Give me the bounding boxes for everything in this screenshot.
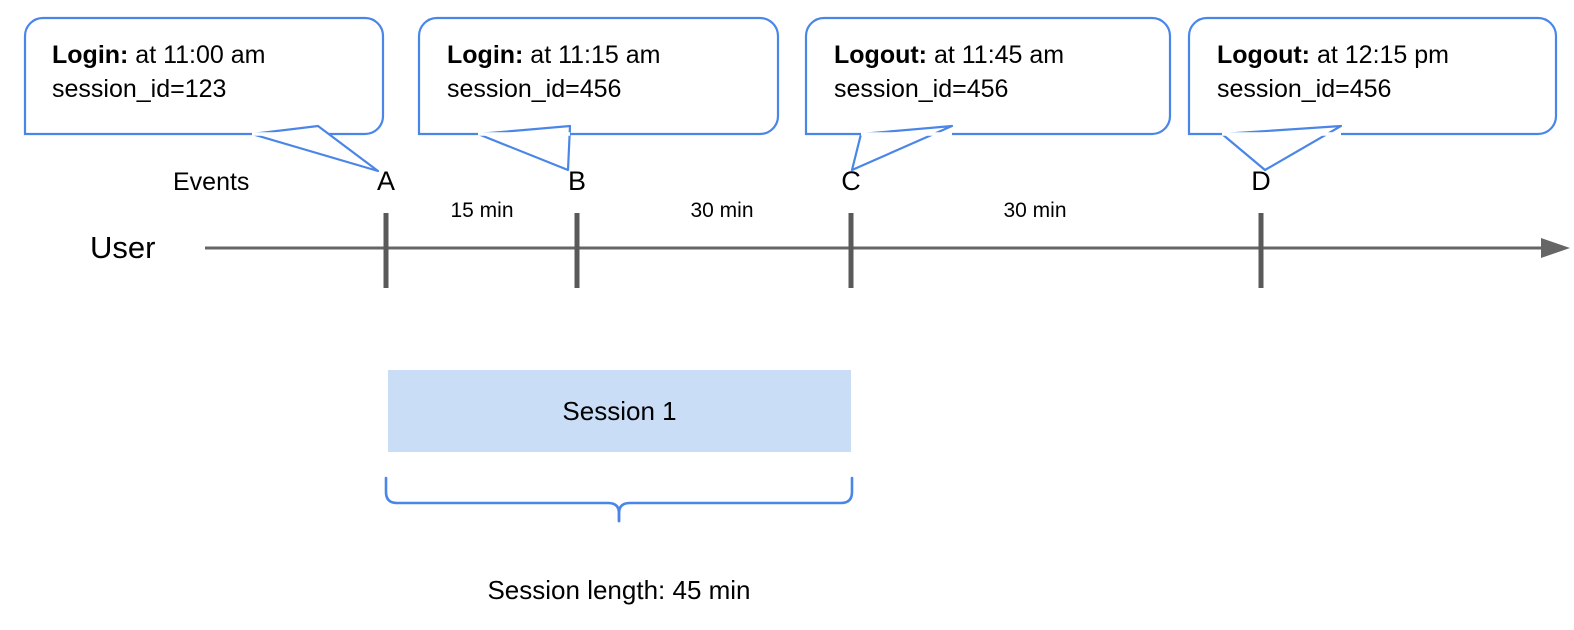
callout-3-event: Logout: [834,41,928,69]
callout-3-line-1: Logout: at 11:45 am [834,38,1064,72]
callout-4-line-1: Logout: at 12:15 pm [1217,38,1449,72]
axis-arrowhead [1541,238,1570,258]
callout-tail-4 [1220,124,1343,172]
timeline-ticks [383,213,1264,288]
session-length-caption: Session length: 45 min [487,575,751,605]
marker-label-d: D [1251,166,1271,196]
callout-text-1: Login: at 11:00 am session_id=123 [52,38,265,106]
callout-2-event: Login: [447,41,524,69]
events-row-label: Events [173,168,250,196]
marker-label-b: B [567,166,586,196]
callout-tail-3 [850,124,954,172]
marker-label-c: C [841,166,861,196]
callout-2-line-1: Login: at 11:15 am [447,38,660,72]
callout-text-2: Login: at 11:15 am session_id=456 [447,38,660,106]
callout-2-time: at 11:15 am [523,41,661,69]
interval-label-a-b: 15 min [450,199,514,222]
session-bar: Session 1 [388,370,851,452]
callout-1-line-1: Login: at 11:00 am [52,38,265,72]
callout-2-session: session_id=456 [447,75,622,103]
callout-4-session: session_id=456 [1217,75,1392,103]
callout-tail-2 [476,124,572,172]
callout-3-time: at 11:45 am [927,41,1065,69]
user-row-label: User [90,230,156,265]
callout-4-event: Logout: [1217,41,1311,69]
interval-label-b-c: 30 min [690,199,754,222]
callout-text-3: Logout: at 11:45 am session_id=456 [834,38,1064,106]
callout-1-session: session_id=123 [52,75,227,103]
timeline-axis [205,238,1570,258]
session-length-brace [384,476,854,523]
callout-3-session: session_id=456 [834,75,1009,103]
callout-text-4: Logout: at 12:15 pm session_id=456 [1217,38,1449,106]
session-bar-label: Session 1 [562,395,677,426]
marker-label-a: A [376,166,395,196]
callout-1-time: at 11:00 am [128,41,266,69]
callout-tail-1 [250,124,380,173]
callout-4-time: at 12:15 pm [1310,41,1449,69]
interval-label-c-d: 30 min [1003,199,1067,222]
callout-1-event: Login: [52,41,129,69]
